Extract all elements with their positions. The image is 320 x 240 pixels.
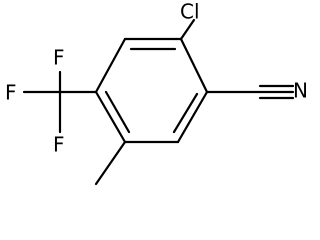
ring-bond-top-left: [94, 37, 127, 94]
ring-double-bond-right: [172, 92, 199, 134]
ring-bond-top-right: [179, 37, 209, 94]
chemical-structure: Cl N F F F: [5, 0, 308, 186]
ring-bond-right: [176, 90, 209, 144]
fluorine-top-label: F: [53, 46, 65, 70]
fluorine-bottom-label: F: [53, 133, 65, 157]
chlorine-bond: [179, 18, 196, 41]
ring-bond-bottom-left: [94, 90, 127, 144]
methyl-bond: [94, 140, 127, 186]
ring-double-bond-left: [104, 90, 131, 134]
nitrogen-label: N: [293, 79, 308, 103]
fluorine-left-label: F: [5, 81, 17, 105]
chlorine-label: Cl: [180, 0, 200, 24]
